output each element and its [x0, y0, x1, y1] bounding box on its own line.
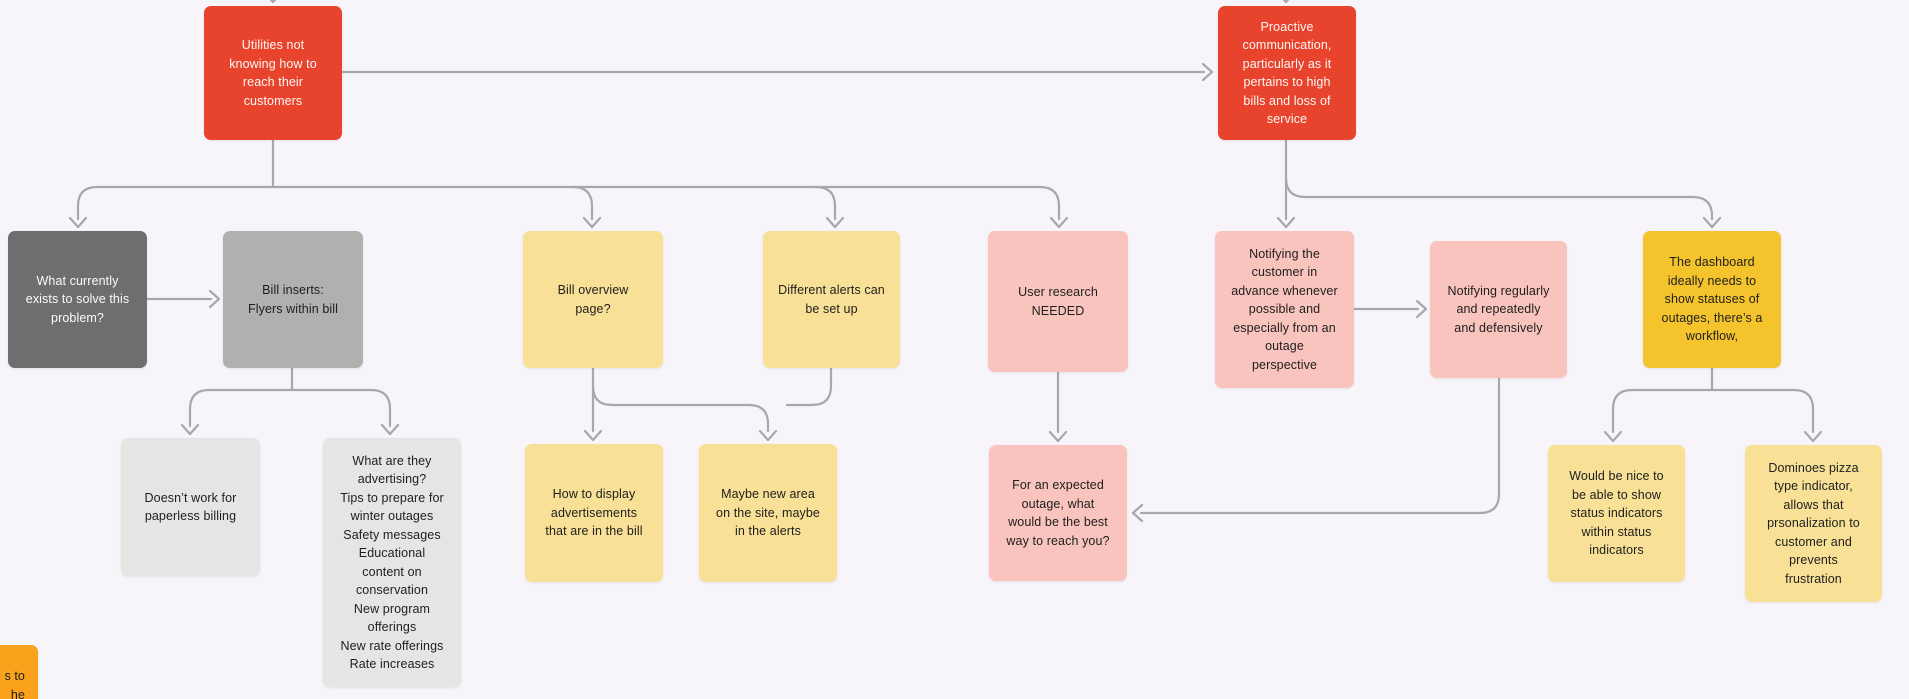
connector-research-to-outage[interactable] [1048, 370, 1068, 443]
sticky-note-dashboard-statuses[interactable]: The dashboard ideally needs to show stat… [1643, 231, 1781, 368]
connector-utilities-fanout[interactable] [68, 138, 1069, 229]
sticky-note-bill-overview-page[interactable]: Bill overview page? [523, 231, 663, 368]
sticky-note-utilities-reach-customers[interactable]: Utilities not knowing how to reach their… [204, 6, 342, 140]
sticky-note-notifying-customer-advance[interactable]: Notifying the customer in advance whenev… [1215, 231, 1354, 388]
sticky-note-what-currently-exists[interactable]: What currently exists to solve this prob… [8, 231, 147, 368]
sticky-note-what-advertising-list[interactable]: What are they advertising? Tips to prepa… [323, 438, 461, 687]
sticky-note-expected-outage-reach[interactable]: For an expected outage, what would be th… [989, 445, 1127, 581]
sticky-note-dominoes-indicator[interactable]: Dominoes pizza type indicator, allows th… [1745, 445, 1882, 602]
sticky-note-proactive-communication[interactable]: Proactive communication, particularly as… [1218, 6, 1356, 140]
sticky-note-notifying-regularly[interactable]: Notifying regularly and repeatedly and d… [1430, 241, 1567, 378]
connector-utilities-to-proactive[interactable] [340, 62, 1214, 82]
connector-exists-to-billinserts[interactable] [145, 289, 221, 309]
sticky-note-maybe-new-area[interactable]: Maybe new area on the site, maybe in the… [699, 444, 837, 582]
sticky-note-clipped-orange[interactable]: s to he [0, 645, 38, 699]
connector-regularly-to-outage[interactable] [1131, 376, 1501, 523]
sticky-note-status-indicators[interactable]: Would be nice to be able to show status … [1548, 445, 1685, 582]
connector-into-utilities-note[interactable] [265, 0, 281, 4]
sticky-note-paperless-billing[interactable]: Doesn’t work for paperless billing [121, 438, 260, 576]
clipped-note-text: s to he [4, 669, 25, 699]
connector-billinserts-fanout[interactable] [180, 366, 400, 436]
connector-proactive-fanout[interactable] [1276, 138, 1722, 229]
connector-dashboard-fanout[interactable] [1603, 366, 1823, 443]
connector-billoverview-fanout[interactable] [583, 366, 833, 442]
sticky-note-how-display-advertisements[interactable]: How to display advertisements that are i… [525, 444, 663, 582]
sticky-note-different-alerts[interactable]: Different alerts can be set up [763, 231, 900, 368]
connector-into-proactive-note[interactable] [1278, 0, 1294, 4]
sticky-note-user-research-needed[interactable]: User research NEEDED [988, 231, 1128, 372]
sticky-note-bill-inserts[interactable]: Bill inserts: Flyers within bill [223, 231, 363, 368]
connector-advance-to-regularly[interactable] [1352, 299, 1428, 319]
